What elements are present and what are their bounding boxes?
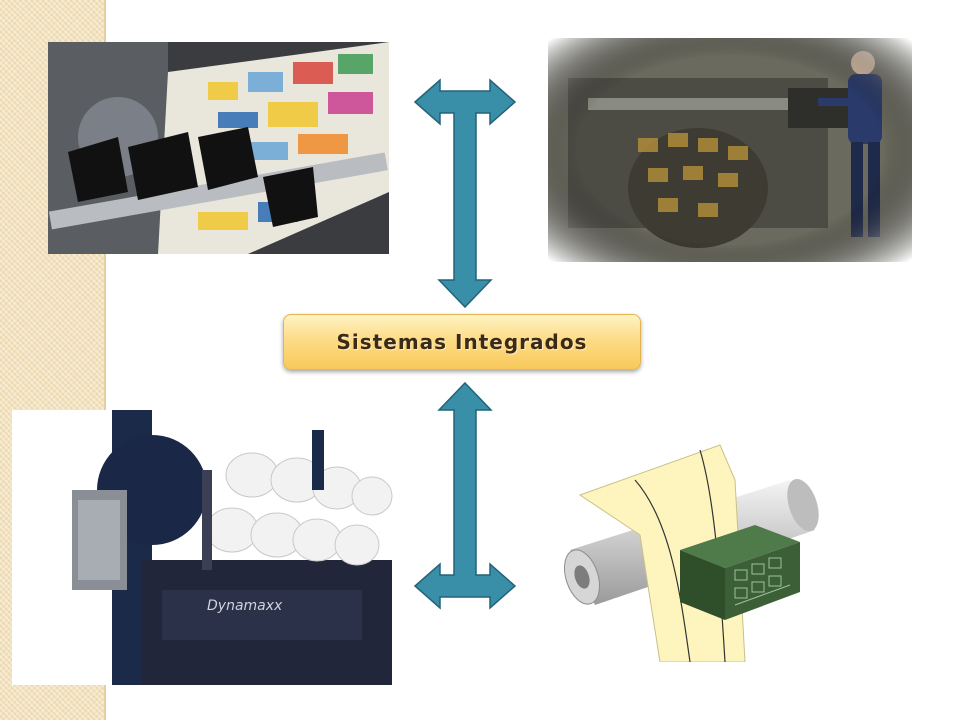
svg-text:Dynamaxx: Dynamaxx — [207, 598, 283, 614]
web-inspection-sensor-diagram — [540, 440, 830, 662]
operator-rotary-press-photo — [548, 38, 912, 262]
top-double-arrow — [413, 78, 517, 309]
slitter-rewinder-machine-photo: Dynamaxx — [12, 410, 396, 685]
bottom-double-arrow — [413, 381, 517, 610]
connection-arrows — [413, 78, 517, 610]
printed-web-rollers-photo — [48, 42, 389, 254]
side-band-edge — [104, 0, 106, 720]
center-label-text: Sistemas Integrados — [336, 330, 588, 354]
center-label-box: Sistemas Integrados — [283, 314, 641, 370]
